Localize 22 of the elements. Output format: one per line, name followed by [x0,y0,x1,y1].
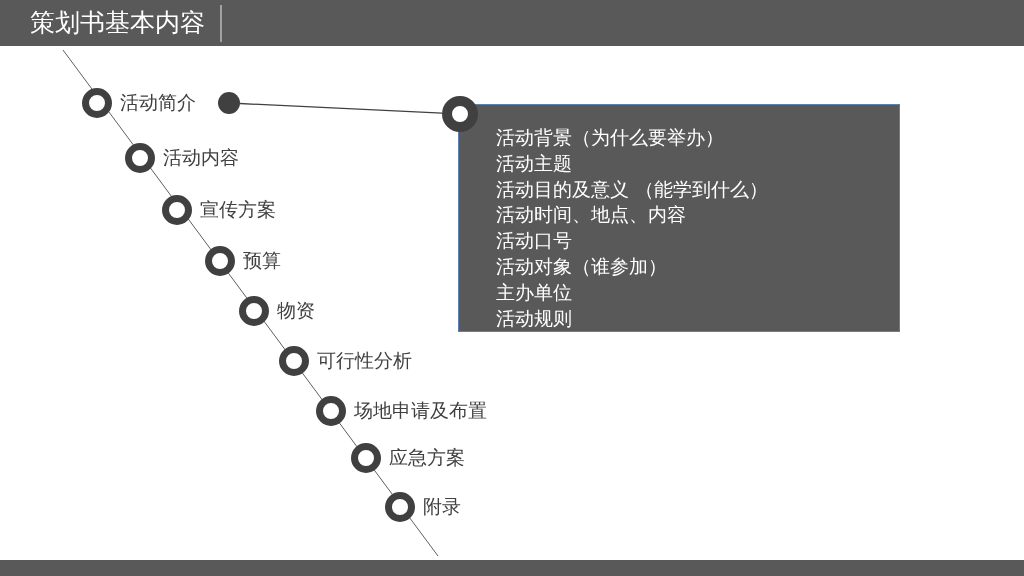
item-label: 场地申请及布置 [354,398,487,423]
ring-marker [442,96,478,132]
item-label: 物资 [277,298,315,323]
item-label: 预算 [243,248,281,273]
content-panel [458,104,900,332]
list-text: 活动目的及意义 （能学到什么） [496,176,770,202]
list-text: 活动口号 [496,228,573,254]
list-text: 活动规则 [496,305,573,331]
item-label: 可行性分析 [317,348,412,373]
item-label: 活动简介 [120,90,196,115]
connector-line [239,102,443,114]
item-label: 附录 [423,494,461,519]
list-text: 活动背景（为什么要举办） [496,125,725,150]
list-text: 活动对象（谁参加） [496,254,668,279]
item-label: 应急方案 [389,445,465,470]
title: 策划书基本内容 [30,7,205,39]
item-label: 活动内容 [163,145,239,170]
list-text: 活动主题 [496,150,573,176]
list-text: 活动时间、地点、内容 [496,202,687,228]
item-label: 宣传方案 [200,197,276,222]
dot-marker [218,92,240,114]
list-text: 主办单位 [496,279,573,305]
